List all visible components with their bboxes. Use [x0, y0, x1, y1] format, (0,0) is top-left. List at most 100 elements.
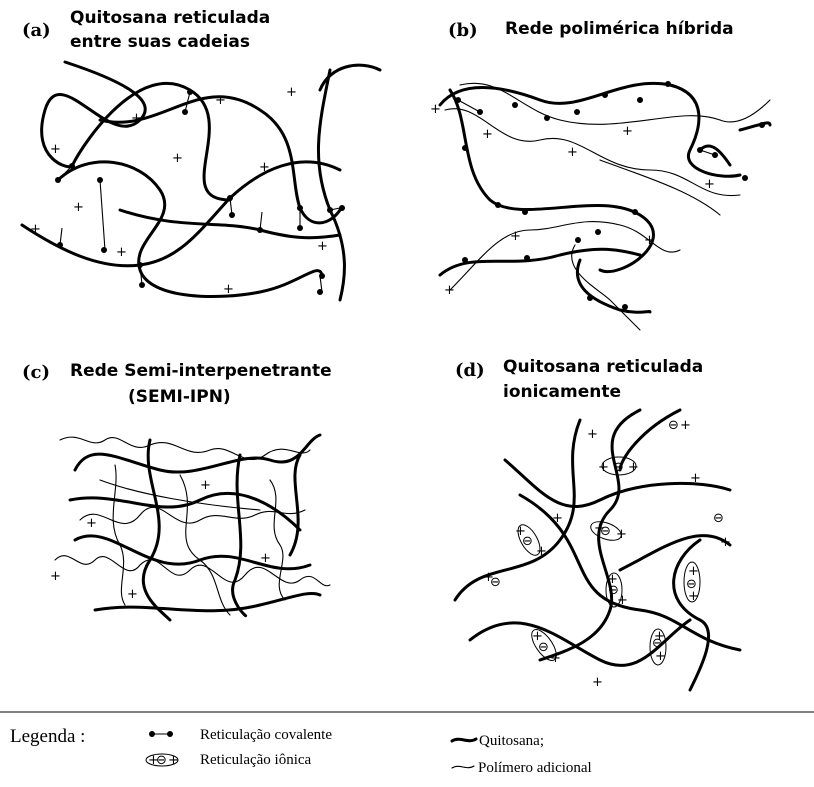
chitosan-symbol — [452, 739, 476, 741]
legend-additional-polymer-label: Polímero adicional — [478, 760, 592, 776]
plus-charge: + — [704, 177, 715, 192]
plus-charge: + — [430, 102, 441, 117]
plus-charge: + — [617, 593, 628, 608]
plus-charge: + — [172, 151, 183, 166]
plus-charge: + — [550, 651, 561, 666]
chitosan-chain — [620, 535, 730, 570]
plus-charge: + — [131, 111, 142, 126]
plus-charge: + — [552, 511, 563, 526]
panel-a: (a) Quitosana reticulada entre suas cade… — [22, 8, 380, 300]
plus-charge: + — [286, 85, 297, 100]
additional-polymer-chain — [270, 480, 285, 600]
panel-c-title-line-2: (SEMI-IPN) — [128, 387, 231, 407]
minus-charge: ⊖ — [668, 418, 679, 433]
plus-charge: + — [594, 521, 605, 536]
plus-charge: + — [50, 142, 61, 157]
plus-charge: + — [536, 544, 547, 559]
plus-charge: + — [688, 564, 699, 579]
additional-polymer-symbol — [452, 766, 474, 768]
chitosan-chain — [290, 455, 300, 555]
panel-c: (c) Rede Semi-interpenetrante (SEMI-IPN)… — [22, 361, 332, 620]
panel-b-title-line-1: Rede polimérica híbrida — [505, 19, 734, 39]
panel-c-title-line-1: Rede Semi-interpenetrante — [70, 361, 332, 381]
plus-charge: + — [688, 589, 699, 604]
panel-a-tag: (a) — [22, 20, 51, 41]
plus-charge: + — [260, 551, 271, 566]
chitosan-chain — [620, 410, 709, 690]
plus-charge: + — [86, 516, 97, 531]
chitosan-chain — [700, 123, 770, 165]
covalent-crosslinks — [455, 81, 765, 310]
plus-charge: + — [483, 570, 494, 585]
plus-charge: + — [644, 233, 655, 248]
plus-charges: + + + + + + + + — [430, 102, 715, 298]
panel-d-tag: (d) — [455, 360, 485, 381]
plus-charge: + — [510, 229, 521, 244]
minus-charge: ⊖ — [156, 753, 167, 768]
plus-charge: + — [215, 93, 226, 108]
legend-label: Legenda : — [10, 726, 85, 747]
plus-charge: + — [680, 418, 691, 433]
plus-charges: + + + + + + + + + + + + + + + + + + + + … — [483, 418, 731, 690]
legend-chitosan-label: Quitosana; — [479, 733, 544, 749]
chitosan-chain — [75, 435, 320, 472]
chitosan-chain — [42, 62, 230, 200]
plus-charge: + — [598, 460, 609, 475]
plus-charge: + — [690, 471, 701, 486]
minus-charge: ⊖ — [613, 460, 624, 475]
plus-charge: + — [482, 127, 493, 142]
plus-charge: + — [30, 222, 41, 237]
plus-charge: + — [515, 524, 526, 539]
additional-polymer-chain — [450, 222, 680, 290]
legend-covalent-label: Reticulação covalente — [200, 727, 332, 743]
plus-charge: + — [50, 569, 61, 584]
additional-polymer-chain — [180, 475, 230, 615]
plus-charges: + + + + + + + + + + + — [30, 85, 328, 297]
panel-d-title-line-1: Quitosana reticulada — [503, 357, 703, 377]
plus-charge: + — [616, 527, 627, 542]
panel-b: (b) Rede polimérica híbrida + — [430, 19, 770, 330]
panel-a-title-line-2: entre suas cadeias — [70, 32, 250, 52]
plus-charge: + — [592, 675, 603, 690]
plus-charge: + — [532, 629, 543, 644]
plus-charge: + — [259, 160, 270, 175]
additional-polymer-chain — [445, 109, 740, 196]
chitosan-chain — [455, 420, 580, 600]
minus-charge: ⊖ — [713, 511, 724, 526]
plus-charge: + — [73, 200, 84, 215]
chitosan-chain — [233, 455, 246, 616]
plus-charge: + — [567, 145, 578, 160]
ionic-crosslink-symbol: + ⊖ + — [146, 753, 179, 768]
plus-charge: + — [168, 753, 179, 768]
legend-ionic-label: Reticulação iônica — [200, 752, 312, 768]
additional-polymer-chain — [55, 556, 330, 586]
plus-charge: + — [116, 245, 127, 260]
covalent-crosslink-symbol — [149, 731, 173, 737]
legend: Legenda : Reticulação covalente + ⊖ + Re… — [0, 712, 814, 776]
chitosan-chain — [75, 536, 310, 569]
chitosan-chain — [22, 162, 340, 266]
plus-charge: + — [223, 282, 234, 297]
plus-charge: + — [317, 239, 328, 254]
plus-charge: + — [654, 629, 665, 644]
plus-charge: + — [622, 124, 633, 139]
chitosan-chain — [58, 162, 322, 297]
panel-d: (d) Quitosana reticulada ionicamente ⊖ ⊖… — [455, 357, 740, 690]
panel-b-tag: (b) — [448, 20, 478, 41]
plus-charge: + — [607, 572, 618, 587]
additional-polymer-chain — [60, 437, 310, 459]
panel-c-tag: (c) — [22, 362, 50, 383]
plus-charge: + — [628, 460, 639, 475]
panel-a-title-line-1: Quitosana reticulada — [70, 8, 270, 28]
covalent-crosslinks — [55, 89, 345, 295]
chitosan-chain — [318, 70, 344, 300]
plus-charge: + — [444, 283, 455, 298]
plus-charge: + — [720, 535, 731, 550]
plus-charge: + — [200, 478, 211, 493]
panel-d-title-line-2: ionicamente — [503, 382, 621, 402]
plus-charge: + — [655, 649, 666, 664]
plus-charge: + — [587, 427, 598, 442]
plus-charge: + — [127, 587, 138, 602]
